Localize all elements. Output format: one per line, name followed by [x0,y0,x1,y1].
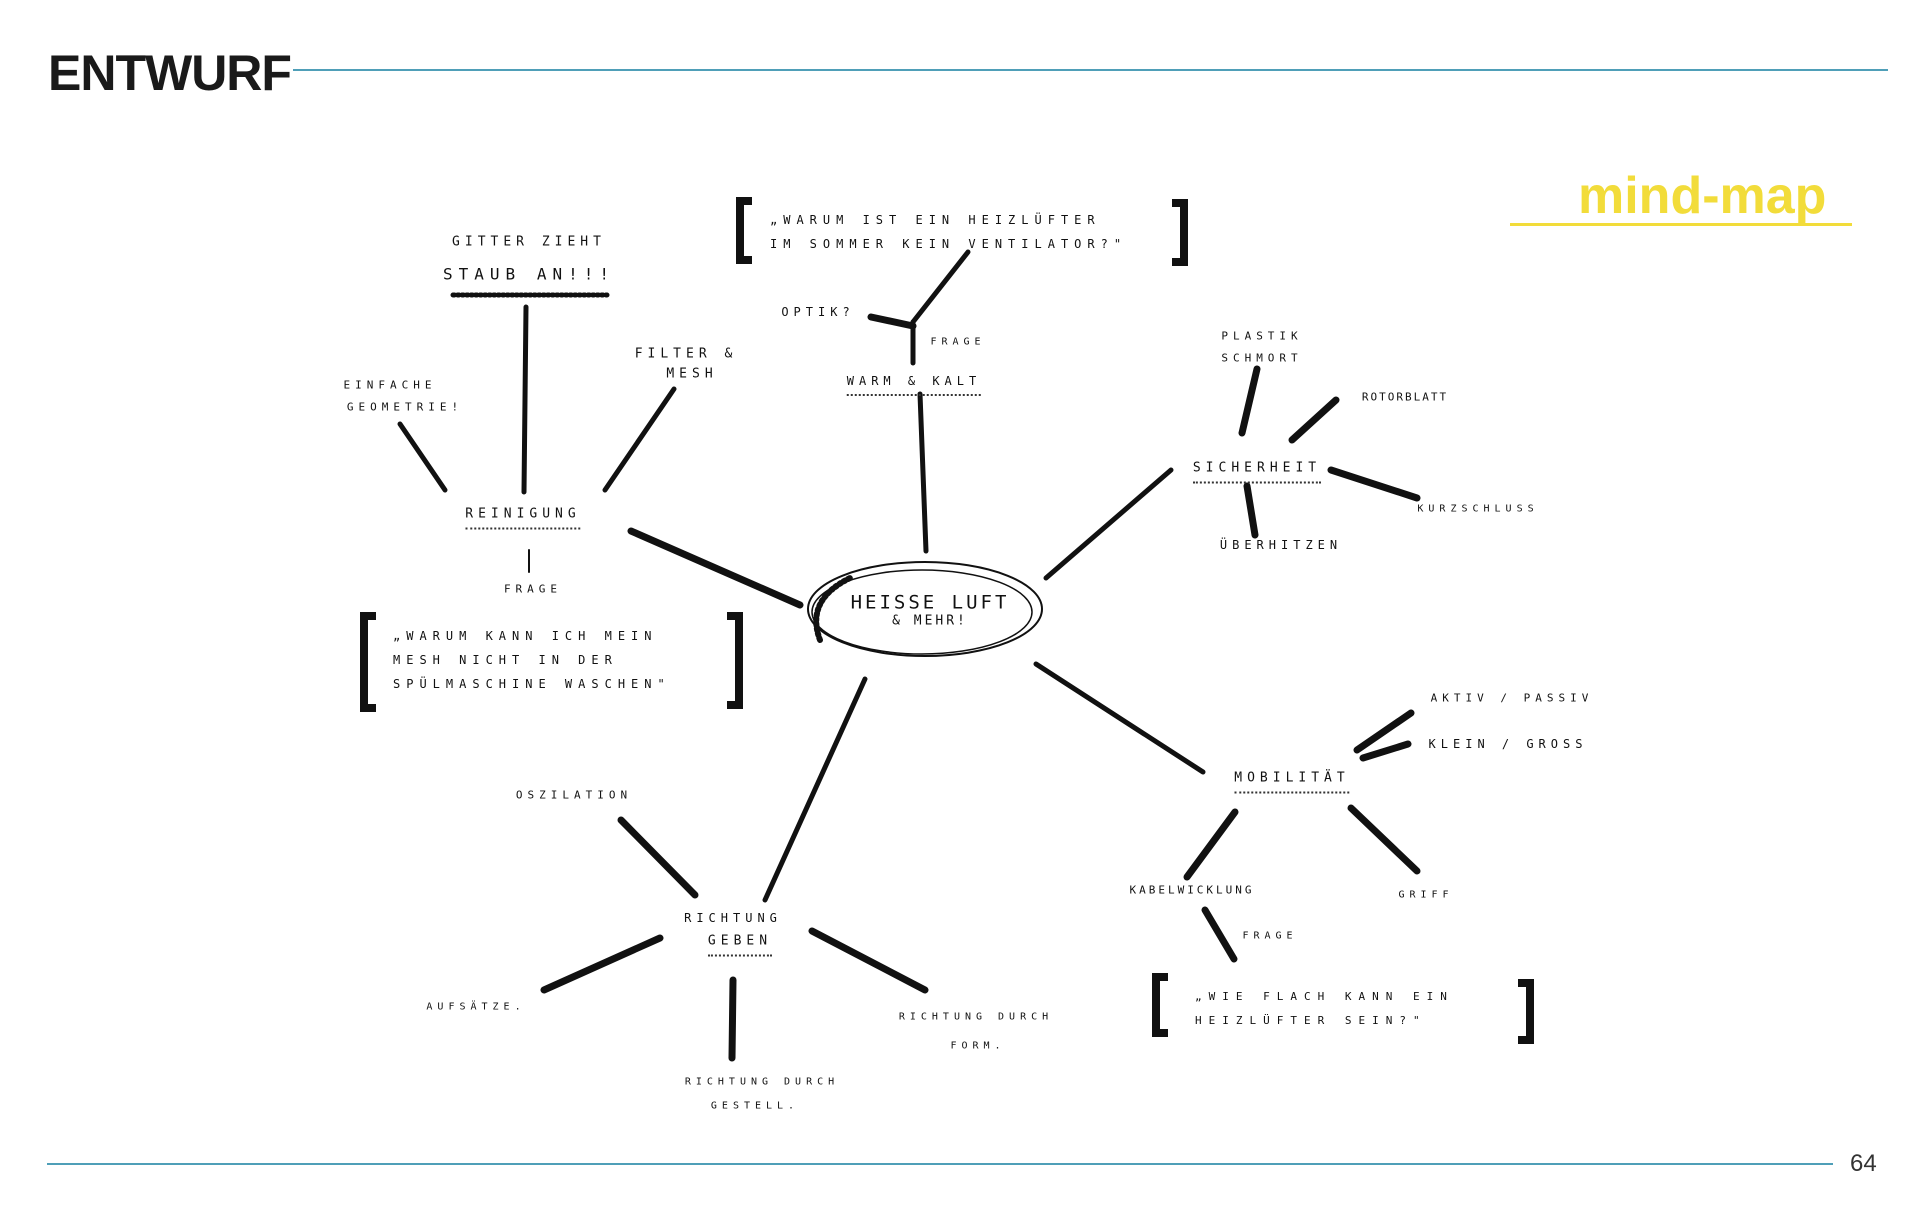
quote-line: Heizlüfter sein?" [1195,1014,1427,1027]
note-rotorblatt: Rotorblatt [1361,390,1449,404]
quote-mobilitaet: „Wie flach kann ein Heizlüfter sein?" [1195,985,1454,1033]
note-geometrie: Geometrie! [346,400,464,414]
section-subtitle: mind-map [1578,167,1827,225]
quote-line: „Warum ist ein Heizlüfter [770,213,1101,227]
quote-line: im Sommer kein Ventilator?" [770,237,1128,251]
note-kabelwicklung: Kabelwicklung [1129,883,1255,897]
note-aufsaetze: Aufsätze. [426,1001,526,1013]
topic-sicherheit: Sicherheit [1192,461,1322,484]
topic-reinigung: Reinigung [465,507,581,530]
quote-warmkalt: „Warum ist ein Heizlüfter im Sommer kein… [770,208,1127,256]
label-frage: Frage [503,582,563,596]
note-ueberhitzen: Überhitzen [1219,538,1343,552]
topic-mobilitaet: Mobilität [1234,771,1350,794]
note-klein-gross: Klein / Groß [1428,737,1588,751]
subtitle-underline [1510,223,1852,226]
footer-rule [47,1163,1833,1165]
note-filter: Filter & [634,346,738,362]
quote-line: „Wie flach kann ein [1195,990,1454,1003]
note-gestell-2: Gestell. [710,1100,800,1112]
quote-line: Mesh nicht in der [393,653,618,667]
note-gitter: Gitter zieht [452,234,606,250]
note-gestell-1: Richtung durch [684,1076,840,1088]
quote-line: Spülmaschine waschen" [393,677,671,691]
note-schmort: schmort [1221,351,1303,365]
page-number: 64 [1850,1150,1877,1177]
note-staub: Staub an!!! [443,264,615,284]
note-optik: Optik? [781,305,855,319]
quote-brackets [360,197,1534,1044]
header-rule [293,69,1888,71]
page-title: ENTWURF [48,45,292,101]
note-mesh: Mesh [666,366,718,382]
note-griff: Griff [1398,889,1454,901]
note-form-2: Form. [950,1040,1006,1052]
center-topic: Heiße Luft & mehr! [851,592,1010,629]
topic-geben: geben [707,934,773,957]
quote-reinigung: „Warum kann ich mein Mesh nicht in der S… [393,624,671,696]
topic-warm-kalt: Warm & Kalt [846,374,982,396]
note-einfache: Einfache [343,378,437,392]
center-subtitle: & mehr! [892,613,968,629]
label-frage: Frage [930,336,986,348]
quote-line: „Warum kann ich mein [393,629,658,643]
note-form-1: Richtung durch [898,1011,1054,1023]
note-oszilation: Oszilation [515,788,633,802]
center-title: Heiße Luft [850,591,1010,614]
label-frage: Frage [1242,930,1298,942]
note-aktiv-passiv: Aktiv / Passiv [1430,691,1594,705]
topic-richtung: Richtung [684,911,782,925]
note-plastik: Plastik [1221,329,1303,343]
note-kurzschluss: Kurzschluss [1417,503,1539,515]
center-ellipse [807,561,1043,657]
branch-lines [397,249,1421,1062]
